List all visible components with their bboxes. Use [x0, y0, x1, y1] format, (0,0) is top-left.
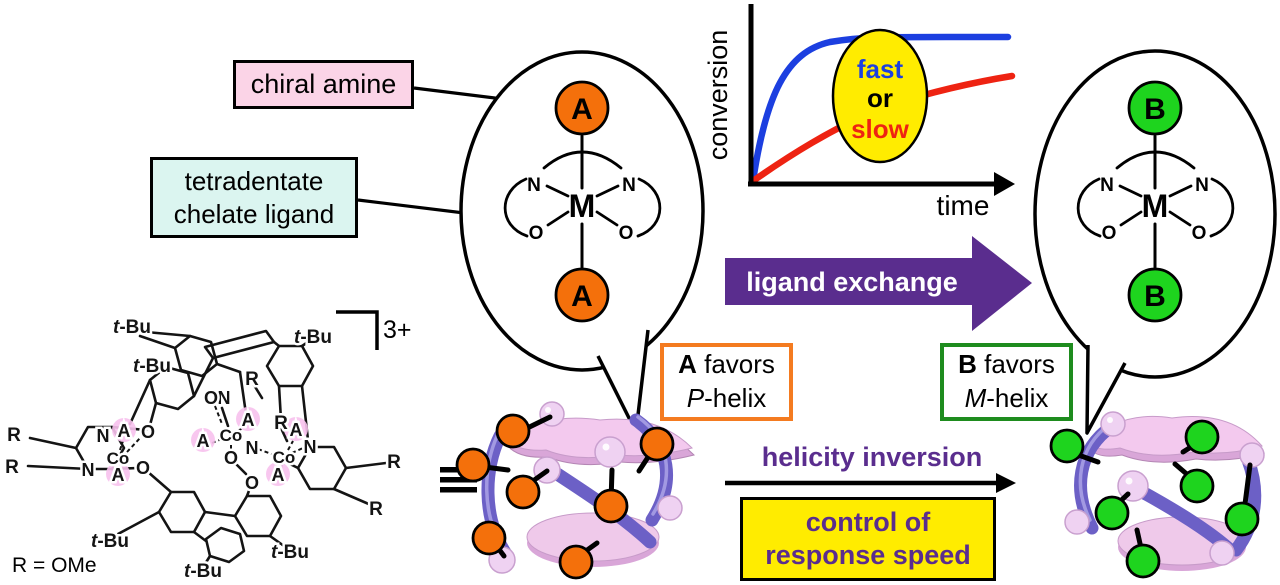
- favors-b-box: B favors M-helix: [940, 343, 1073, 421]
- favors-b-line1: B favors: [958, 349, 1055, 380]
- nitrogen-label: N: [304, 437, 317, 457]
- chemical-structure: A A A A A A N N N N N O O O O O Co Co Co: [3, 310, 412, 585]
- metal-label: M: [569, 188, 596, 224]
- oxygen-label: O: [204, 388, 218, 408]
- cage-structure-left: [455, 401, 695, 580]
- ligand-exchange-arrow: ligand exchange: [725, 236, 1032, 331]
- conversion-chart: fast or slow conversion time: [703, 4, 1016, 221]
- chelate-right-arc: [1209, 177, 1235, 238]
- r-definition-label: R = OMe: [12, 554, 97, 577]
- chiral-amine-label-box: chiral amine: [233, 60, 414, 109]
- bond-lines: [26, 330, 388, 566]
- ligand-a-letter: A: [571, 280, 593, 313]
- ligand-a-spheres: [455, 413, 675, 580]
- speech-bubble-right: [1033, 49, 1277, 435]
- cobalt-label: Co: [220, 426, 243, 445]
- bubble-tail: [1085, 344, 1127, 435]
- slow-label: slow: [851, 114, 910, 144]
- r-group-label: R: [274, 413, 288, 434]
- oxygen-label: O: [1192, 223, 1207, 244]
- oxygen-label: O: [136, 458, 150, 478]
- ribbon-highlights: [1078, 422, 1112, 522]
- nitrogen-label: N: [527, 175, 541, 196]
- amine-highlight-circles: [106, 407, 308, 486]
- oxygen-label: O: [141, 422, 155, 442]
- r-group-label: R: [369, 499, 383, 520]
- y-axis-label: conversion: [703, 30, 733, 161]
- oxygen-label: O: [529, 223, 544, 244]
- tetradentate-label-box: tetradentate chelate ligand: [150, 157, 358, 238]
- fast-label: fast: [857, 54, 904, 84]
- nitrogen-label: N: [82, 460, 95, 480]
- oxygen-label: O: [1102, 223, 1117, 244]
- r-group-label: R: [245, 369, 259, 390]
- tbu-label: t-Bu: [294, 327, 332, 348]
- ligand-b-circle-top: [1127, 80, 1183, 136]
- amine-label: A: [118, 421, 131, 441]
- chelate-left-arc: [503, 177, 529, 238]
- helicity-inversion-label: helicity inversion: [762, 442, 983, 472]
- helicity-arrow: helicity inversion: [725, 442, 1016, 493]
- ligand-b-letter: B: [1144, 93, 1166, 126]
- chelate-left-arc: [1076, 177, 1102, 238]
- metal-complex-right: M N N O O B B: [1076, 80, 1235, 323]
- favors-a-box: A favors P-helix: [660, 343, 793, 421]
- ligand-b-letter: B: [1144, 280, 1166, 313]
- atom-labels: A A A A A A N N N N N O O O O O Co Co Co: [79, 386, 319, 496]
- ligand-a-circle-bottom: [554, 267, 610, 323]
- ligand-a-circle-top: [554, 80, 610, 136]
- favors-a-line1: A favors: [678, 349, 775, 380]
- favors-b-line2: M-helix: [964, 383, 1049, 413]
- ligand-b-circle-bottom: [1127, 267, 1183, 323]
- charge-label: 3+: [383, 316, 412, 344]
- ligand-b-spheres: [1049, 419, 1260, 579]
- chelate-right-arc: [636, 177, 662, 238]
- nitrogen-label: N: [622, 175, 636, 196]
- oxygen-label: O: [224, 448, 238, 468]
- r-group-label: R: [5, 457, 19, 478]
- tetradentate-label-line1: tetradentate: [184, 166, 324, 196]
- oxygen-label: O: [619, 223, 634, 244]
- x-axis-label: time: [937, 190, 990, 221]
- control-response-speed-box: control of response speed: [740, 497, 996, 581]
- ligand-a-letter: A: [571, 93, 593, 126]
- cage-structure-right: [1049, 411, 1265, 579]
- speech-bubble-left: [459, 50, 705, 434]
- cobalt-label: Co: [273, 448, 296, 467]
- amine-label: A: [290, 420, 303, 440]
- r-group-label: R: [7, 425, 21, 446]
- chiral-amine-label: chiral amine: [250, 69, 397, 99]
- tbu-label: t-Bu: [271, 542, 309, 563]
- amine-label: A: [242, 410, 255, 430]
- amine-label: A: [197, 431, 210, 451]
- tbu-label: t-Bu: [113, 317, 151, 338]
- nitrogen-label: N: [97, 426, 110, 446]
- ligand-exchange-label: ligand exchange: [746, 267, 958, 297]
- control-line1: control of: [805, 507, 931, 538]
- helicity-arrowhead: [996, 473, 1016, 493]
- control-line2: response speed: [765, 540, 971, 570]
- tetradentate-label-line2: chelate ligand: [173, 198, 335, 229]
- nitrogen-label: N: [1100, 175, 1114, 196]
- cobalt-label: Co: [107, 449, 130, 468]
- nitrogen-label: N: [218, 388, 231, 408]
- rate-annotation-ellipse: [831, 28, 929, 164]
- metal-label: M: [1142, 188, 1169, 224]
- substituent-labels: t-Bu t-Bu t-Bu t-Bu t-Bu t-Bu R R R R R …: [3, 315, 404, 585]
- tbu-label: t-Bu: [133, 356, 171, 377]
- oxygen-label: O: [245, 473, 259, 493]
- nitrogen-label: N: [1195, 175, 1209, 196]
- tbu-label: t-Bu: [91, 531, 129, 552]
- charge-bracket: 3+: [336, 310, 412, 350]
- amine-label: A: [272, 465, 285, 485]
- amine-label: A: [112, 465, 125, 485]
- nitrogen-label: N: [246, 438, 259, 458]
- x-axis-arrowhead: [994, 172, 1015, 196]
- favors-a-line2: P-helix: [686, 383, 767, 413]
- or-label: or: [867, 83, 893, 113]
- tbu-label: t-Bu: [184, 561, 222, 582]
- fast-curve: [749, 33, 1012, 185]
- r-group-label: R: [387, 452, 401, 473]
- metal-complex-left: M N N O O A A: [503, 80, 662, 323]
